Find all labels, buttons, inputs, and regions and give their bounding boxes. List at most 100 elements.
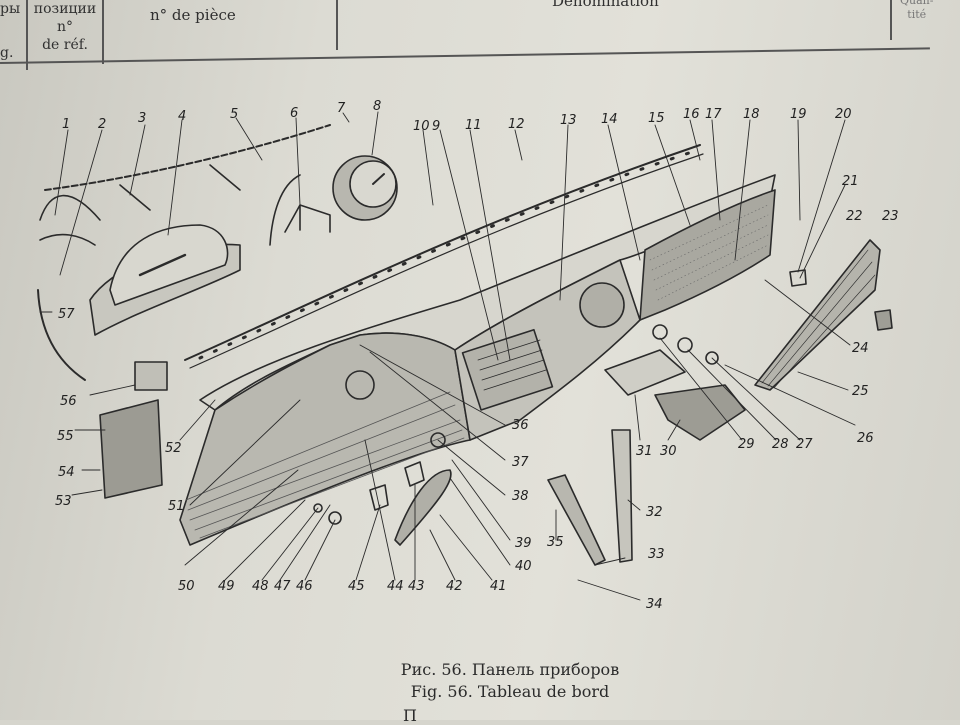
callout-21: 21 [842, 174, 859, 189]
callout-4: 4 [178, 109, 186, 124]
callout-45: 45 [348, 579, 365, 594]
ashtray-plate [604, 349, 686, 396]
callout-15: 15 [648, 111, 665, 126]
harness-branch-2 [209, 164, 241, 191]
callout-47: 47 [274, 579, 291, 594]
callout-55: 55 [57, 429, 74, 444]
callout-13: 13 [560, 113, 577, 128]
mounting-bracket [284, 204, 331, 233]
callout-34: 34 [646, 597, 663, 612]
callout-38: 38 [512, 489, 529, 504]
header-col-a-line2: g. [0, 45, 14, 61]
knob-45 [369, 484, 389, 511]
callout-36: 36 [512, 418, 529, 433]
cable-57 [37, 289, 86, 381]
fuse-panel [99, 399, 163, 499]
callout-51: 51 [168, 499, 185, 514]
washer-48 [313, 503, 323, 513]
knob-46 [328, 511, 342, 525]
callout-10: 10 [413, 119, 430, 134]
glovebox-lid [754, 239, 881, 391]
header-col-e: Quan- tité [900, 0, 933, 22]
header-col-c: n° de pièce [150, 6, 236, 24]
callout-9: 9 [432, 119, 440, 134]
light-switch [134, 361, 168, 391]
callout-24: 24 [852, 341, 869, 356]
bracket-33 [547, 474, 606, 566]
callout-30: 30 [660, 444, 677, 459]
callout-19: 19 [790, 107, 807, 122]
upper-trim-strip-inner [189, 153, 704, 369]
callout-26: 26 [857, 431, 874, 446]
caption-french: Fig. 56. Tableau de bord [410, 682, 610, 701]
caption-cut-line: П [403, 706, 417, 725]
callout-56: 56 [60, 394, 77, 409]
callout-6: 6 [290, 106, 298, 121]
callout-1: 1 [62, 117, 70, 132]
leader-lines [39, 111, 856, 601]
header-col-d: Dénomination [552, 0, 659, 10]
header-col-b-line1: позиции [33, 1, 97, 17]
callout-12: 12 [508, 117, 525, 132]
callout-50: 50 [178, 579, 195, 594]
ignition-lock [345, 370, 375, 400]
header-col-a: ры g. [0, 0, 20, 62]
header-col-e-line2: tité [907, 8, 927, 21]
callout-44: 44 [387, 579, 404, 594]
callout-14: 14 [601, 112, 618, 127]
cable-2 [39, 233, 96, 246]
caption-russian: Рис. 56. Панель приборов [400, 660, 620, 679]
upper-trim-strip [184, 144, 701, 361]
bracket-32 [611, 429, 633, 563]
dashboard-lower-panel [179, 332, 471, 546]
wiring-harness [44, 124, 331, 191]
callout-49: 49 [218, 579, 235, 594]
callout-35: 35 [547, 535, 564, 550]
knob-43 [404, 461, 425, 487]
callout-33: 33 [648, 547, 665, 562]
callout-43: 43 [408, 579, 425, 594]
callout-2: 2 [98, 117, 106, 132]
header-col-e-line1: Quan- [900, 0, 934, 7]
callout-48: 48 [252, 579, 269, 594]
callout-8: 8 [373, 99, 381, 114]
header-divider-1 [26, 0, 28, 70]
callout-5: 5 [230, 107, 238, 122]
header-col-b-line3: de réf. [42, 37, 88, 53]
callout-3: 3 [138, 111, 146, 126]
callout-22: 22 [846, 209, 863, 224]
header-col-a-line1: ры [0, 1, 21, 17]
callout-40: 40 [515, 559, 532, 574]
callout-23: 23 [882, 209, 899, 224]
cable-1 [39, 194, 101, 221]
header-col-b-line2: n° [56, 19, 74, 35]
header-divider-3 [336, 0, 338, 50]
callout-53: 53 [55, 494, 72, 509]
callout-28: 28 [772, 437, 789, 452]
bracket-cable [269, 174, 301, 246]
header-divider-4 [890, 0, 892, 40]
clock-hand [372, 173, 385, 185]
callout-18: 18 [743, 107, 760, 122]
callout-7: 7 [337, 101, 346, 116]
cluster-needle [138, 253, 187, 277]
callout-29: 29 [738, 437, 755, 452]
clip-21 [789, 269, 807, 287]
callout-32: 32 [646, 505, 663, 520]
lower-panel-hatch [185, 391, 465, 539]
clip-23 [874, 309, 893, 331]
knob-29 [652, 324, 668, 340]
callout-20: 20 [835, 107, 852, 122]
callout-52: 52 [165, 441, 182, 456]
callout-42: 42 [446, 579, 463, 594]
callout-41: 41 [490, 579, 507, 594]
callout-31: 31 [636, 444, 653, 459]
cover-41 [394, 469, 452, 546]
knob-28 [677, 337, 693, 353]
callout-labels: 1 2 3 4 5 6 7 8 10 9 11 12 13 14 15 16 1… [55, 99, 899, 612]
callout-16: 16 [683, 107, 700, 122]
callout-11: 11 [465, 118, 482, 133]
callout-54: 54 [58, 465, 75, 480]
